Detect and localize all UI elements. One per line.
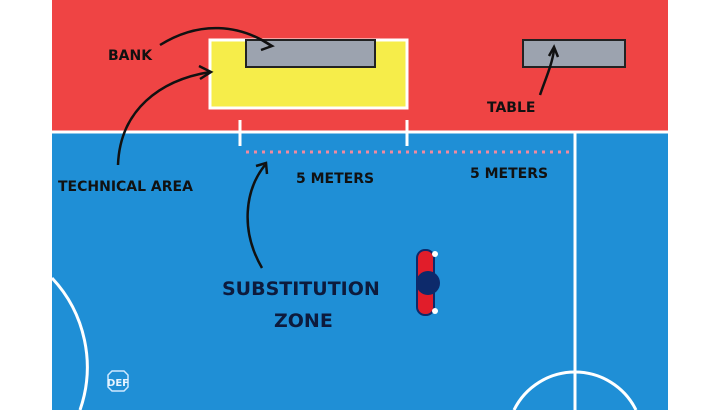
table-arrow — [538, 49, 556, 96]
technical-area-label: TECHNICAL AREA — [58, 179, 193, 195]
center-circle — [512, 370, 638, 410]
player-icon — [416, 249, 440, 316]
bench — [245, 39, 376, 68]
bank-arrowhead — [260, 38, 275, 52]
substitution-label: SUBSTITUTION — [222, 278, 380, 300]
meters-right-label: 5 METERS — [470, 166, 548, 182]
def-logo-text: DEF — [107, 378, 129, 389]
penalty-arc — [50, 276, 89, 410]
table — [522, 39, 626, 68]
bank-arrow — [159, 26, 271, 47]
meters-left-label: 5 METERS — [296, 171, 374, 187]
table-label: TABLE — [487, 100, 535, 116]
zone-label: ZONE — [274, 310, 333, 332]
arrows — [116, 26, 560, 269]
technical-area-arrow — [116, 70, 211, 166]
substitution-arrow — [246, 164, 266, 269]
def-logo: DEF — [107, 370, 129, 392]
bank-label: BANK — [108, 48, 153, 64]
technical-area-arrowhead — [198, 64, 214, 81]
substitution-arrowhead — [255, 161, 269, 175]
table-arrowhead — [547, 44, 560, 58]
